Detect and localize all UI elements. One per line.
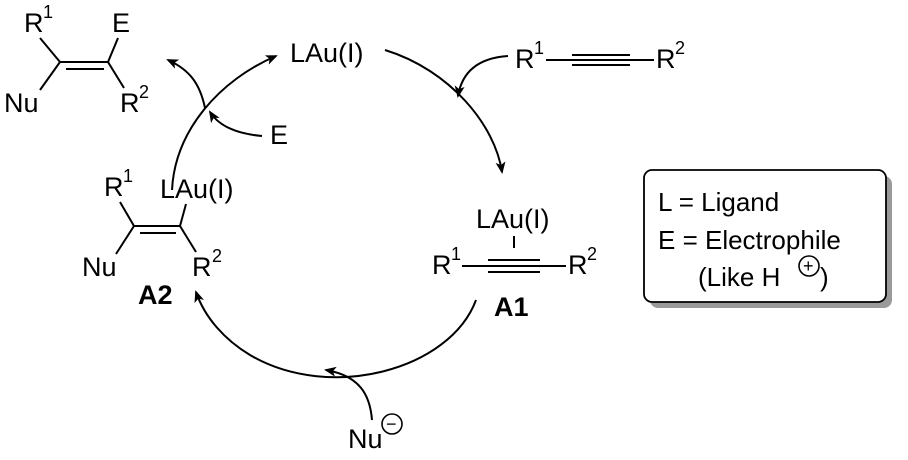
nucleophile: Nu − [348, 413, 403, 454]
legend-box: L = Ligand E = Electrophile (Like H + ) [643, 169, 892, 308]
legend-frame [643, 169, 887, 303]
a2-metal: LAu(I) [160, 174, 234, 204]
product-bond-r1 [39, 37, 61, 63]
legend-charge: + [803, 256, 814, 276]
product-release-arrow [166, 59, 206, 109]
a1-label: A1 [494, 292, 529, 322]
product-r1-sup: 1 [43, 2, 53, 22]
product-r2-sup: 2 [139, 82, 149, 102]
nucleophile-label: Nu [348, 424, 383, 454]
alkyne-entry-arrow [454, 55, 509, 98]
legend-line-example-end: ) [820, 262, 829, 292]
alkyne-r1: R [515, 44, 535, 74]
catalyst-label: LAu(I) [290, 38, 364, 68]
a1-r2: R [568, 250, 588, 280]
a2-bond-r1 [119, 201, 135, 227]
negative-charge-icon [381, 413, 403, 435]
product-bond-r2 [107, 61, 125, 89]
a2-bond-au [179, 203, 187, 227]
cycle-arrow-catalyst-to-a1 [384, 49, 506, 174]
a2-label: A2 [138, 280, 173, 310]
alkyne-r2-sup: 2 [675, 38, 685, 58]
a2-r2-sup: 2 [212, 246, 222, 266]
electrophile-entry-arrow [208, 110, 263, 137]
product-r1: R [24, 8, 44, 38]
a1-metal: LAu(I) [476, 204, 550, 234]
catalyst-node: LAu(I) [290, 38, 364, 68]
positive-charge-icon [798, 255, 820, 277]
a2-r1-sup: 1 [123, 166, 133, 186]
a2-r2: R [192, 252, 212, 282]
alkyne-r1-sup: 1 [534, 38, 544, 58]
a1-r1-sup: 1 [451, 244, 461, 264]
a2-r1: R [104, 172, 124, 202]
product-bond-e [107, 37, 119, 63]
product-bond-nu [39, 61, 61, 91]
product-nu: Nu [4, 88, 39, 118]
legend-line-example: (Like H [698, 262, 780, 292]
nucleophile-charge: − [386, 414, 397, 434]
a2-bond-r2 [179, 225, 197, 253]
product-alkene: R 1 E Nu R 2 [4, 2, 149, 118]
a1-r1: R [432, 250, 452, 280]
alkyne-substrate: R 1 R 2 [515, 38, 685, 74]
a2-bond-nu [115, 225, 135, 255]
legend-line-electrophile: E = Electrophile [658, 225, 841, 255]
alkyne-r2: R [656, 44, 676, 74]
electrophile-label: E [270, 120, 288, 150]
intermediate-a1: LAu(I) R 1 R 2 A1 [432, 204, 597, 322]
nucleophile-entry-arrow [324, 366, 373, 421]
product-e: E [112, 8, 130, 38]
cycle-arrow-a2-to-catalyst [171, 55, 278, 191]
intermediate-a2: R 1 LAu(I) Nu R 2 A2 [82, 166, 234, 310]
legend-line-ligand: L = Ligand [658, 187, 779, 217]
product-r2: R [120, 88, 140, 118]
cycle-arrow-a1-to-a2 [194, 290, 477, 379]
a1-r2-sup: 2 [587, 244, 597, 264]
a2-nu: Nu [82, 252, 117, 282]
